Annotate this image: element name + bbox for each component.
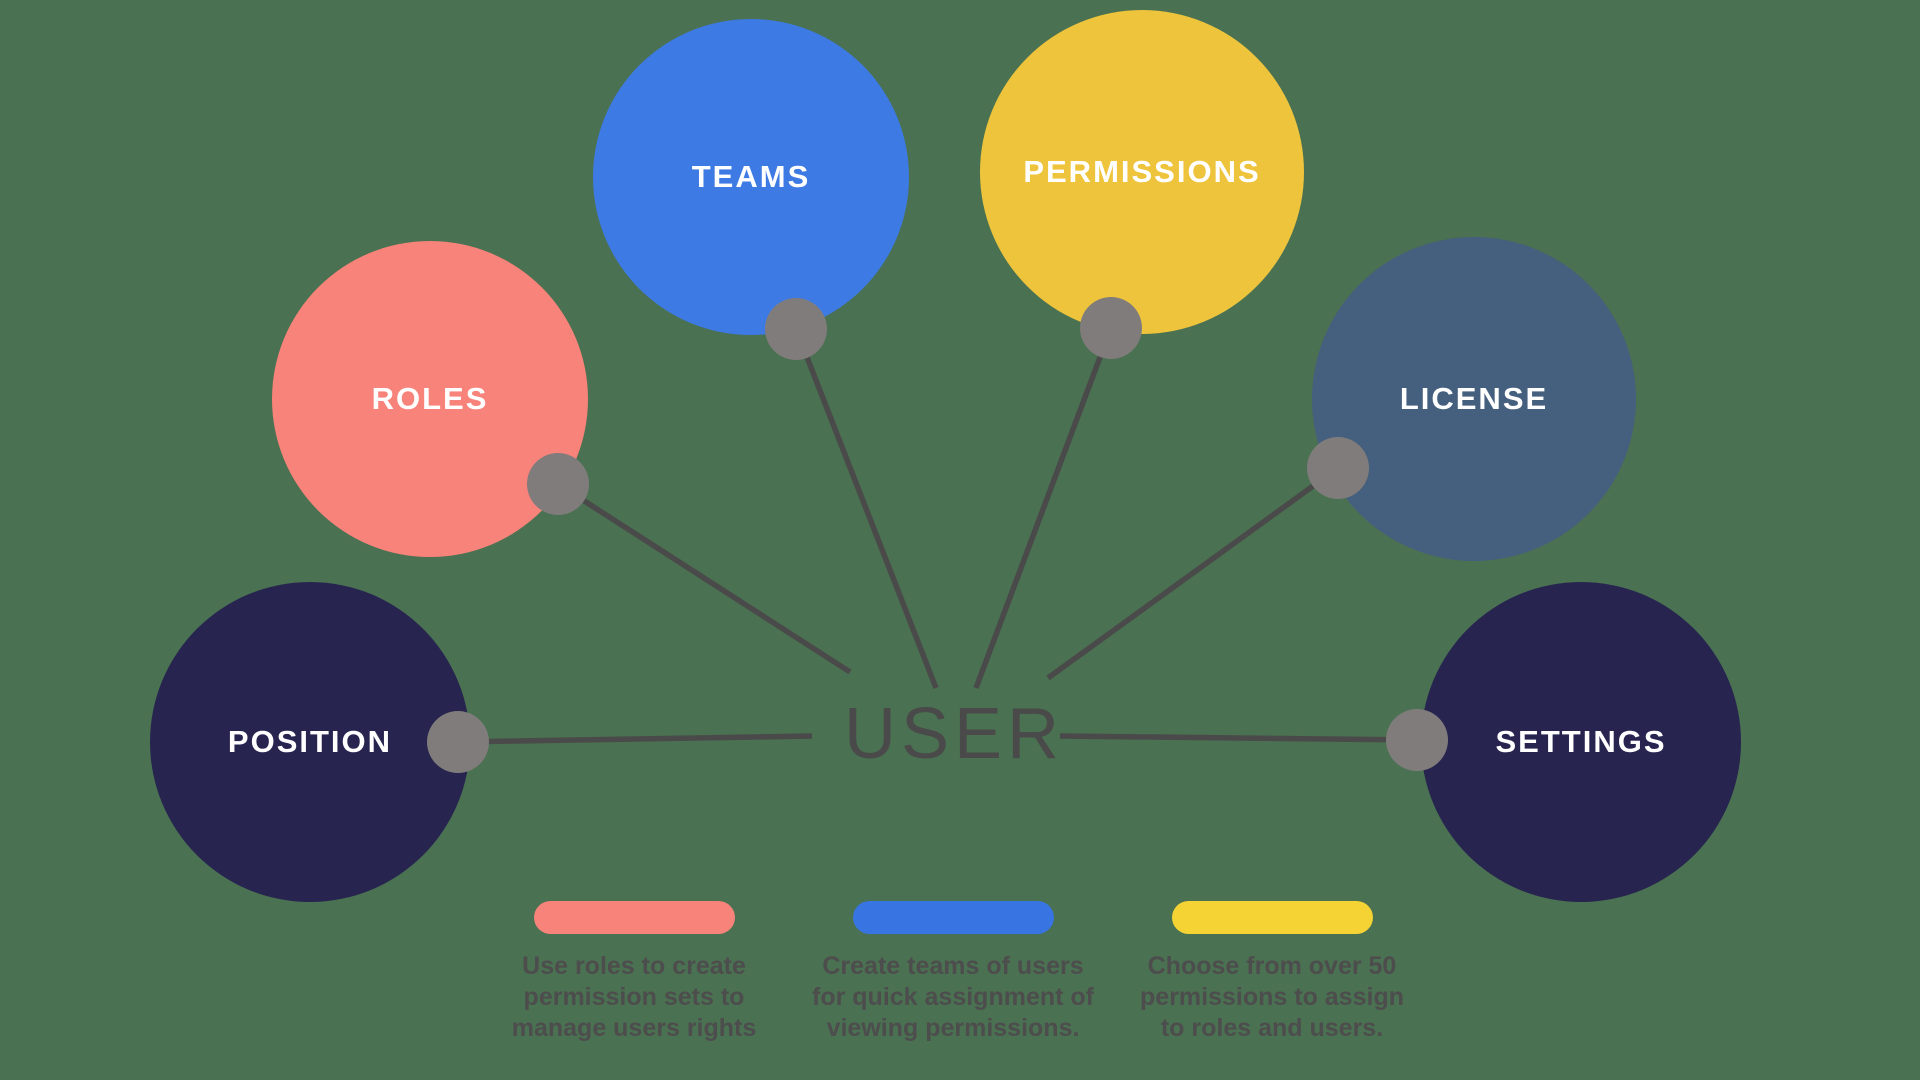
connector-line-settings xyxy=(1059,733,1418,743)
connector-dot-license xyxy=(1307,437,1369,499)
legend-text-teams: Create teams of users for quick assignme… xyxy=(803,951,1103,1044)
connector-dot-position xyxy=(427,711,489,773)
legend-text-line: Use roles to create xyxy=(522,952,746,980)
legend-swatch-permissions xyxy=(1171,901,1373,934)
legend-swatch-teams xyxy=(852,901,1054,934)
node-label-teams: TEAMS xyxy=(691,159,811,194)
connector-line-license xyxy=(1046,465,1340,681)
legend-text-roles: Use roles to create permission sets to m… xyxy=(484,951,784,1044)
legend-text-permissions: Choose from over 50 permissions to assig… xyxy=(1122,951,1422,1044)
node-circle-settings: SETTINGS xyxy=(1421,582,1741,902)
node-label-permissions: PERMISSIONS xyxy=(1023,154,1261,189)
node-circle-teams: TEAMS xyxy=(593,19,909,335)
legend-text-line: manage users rights xyxy=(511,1014,757,1042)
node-circle-license: LICENSE xyxy=(1312,237,1636,561)
connector-line-teams xyxy=(793,328,939,689)
legend-swatch-roles xyxy=(533,901,735,934)
legend-text-line: for quick assignment of xyxy=(812,983,1094,1011)
connector-dot-settings xyxy=(1386,709,1448,771)
legend-text-line: permissions to assign xyxy=(1140,983,1404,1011)
node-circle-permissions: PERMISSIONS xyxy=(980,10,1304,334)
legend-item-roles: Use roles to create permission sets to m… xyxy=(484,901,784,1044)
node-label-position: POSITION xyxy=(227,724,393,759)
legend-text-line: Choose from over 50 xyxy=(1147,952,1397,980)
connector-dot-teams xyxy=(765,298,827,360)
node-label-settings: SETTINGS xyxy=(1495,724,1667,759)
node-label-license: LICENSE xyxy=(1399,381,1549,416)
legend-item-teams: Create teams of users for quick assignme… xyxy=(803,901,1103,1044)
legend-text-line: Create teams of users xyxy=(822,952,1084,980)
connector-line-position xyxy=(457,733,813,745)
legend-text-line: permission sets to xyxy=(523,983,745,1011)
legend-text-line: to roles and users. xyxy=(1160,1014,1384,1042)
legend-item-permissions: Choose from over 50 permissions to assig… xyxy=(1122,901,1422,1044)
node-circle-position: POSITION xyxy=(150,582,470,902)
node-label-roles: ROLES xyxy=(371,381,489,416)
connector-dot-roles xyxy=(527,453,589,515)
connector-dot-permissions xyxy=(1080,297,1142,359)
legend-text-line: viewing permissions. xyxy=(826,1014,1080,1042)
user-hub-label: USER xyxy=(843,694,1065,774)
connector-line-roles xyxy=(556,481,852,675)
connector-line-permissions xyxy=(973,327,1114,689)
